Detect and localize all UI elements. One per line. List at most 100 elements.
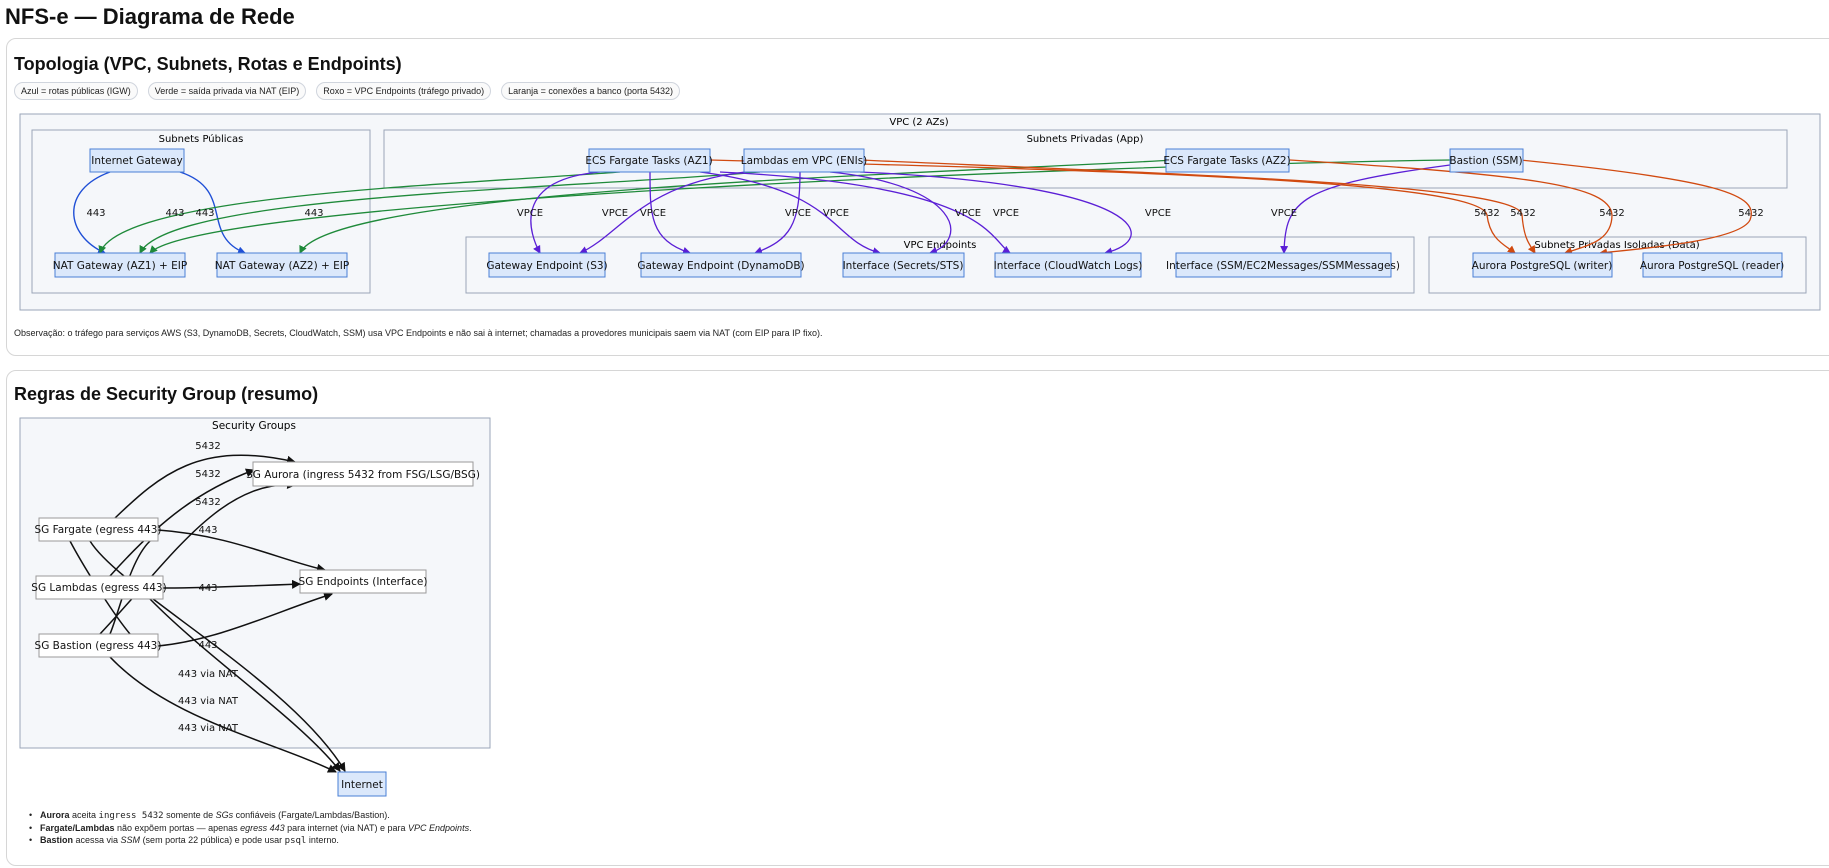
edge-bastion-internet bbox=[109, 656, 337, 773]
svg-text:SG Bastion (egress 443): SG Bastion (egress 443) bbox=[35, 640, 162, 652]
node-interface-cloudwatch-logs: Interface (CloudWatch Logs) bbox=[994, 252, 1143, 278]
svg-text:NAT Gateway (AZ2) + EIP: NAT Gateway (AZ2) + EIP bbox=[215, 260, 349, 272]
label-443: 443 bbox=[195, 208, 214, 219]
edge-lambdas-endpoints bbox=[162, 579, 301, 589]
public-subnets-label: Subnets Públicas bbox=[159, 133, 244, 145]
edge-lambda-nat1 bbox=[139, 171, 761, 254]
edge-ecs2-nat2 bbox=[299, 159, 1176, 254]
topology-note: Observação: o tráfego para serviços AWS … bbox=[14, 328, 823, 338]
node-interface-secrets-sts: Interface (Secrets/STS) bbox=[842, 252, 965, 278]
svg-text:ECS Fargate Tasks (AZ1): ECS Fargate Tasks (AZ1) bbox=[585, 155, 712, 167]
endpoints-label: VPC Endpoints bbox=[904, 240, 977, 251]
svg-text:Interface (Secrets/STS): Interface (Secrets/STS) bbox=[843, 260, 964, 272]
node-aurora-writer: Aurora PostgreSQL (writer) bbox=[1472, 252, 1613, 278]
node-gateway-endpoint-s3: Gateway Endpoint (S3) bbox=[486, 252, 608, 278]
svg-text:Bastion (SSM): Bastion (SSM) bbox=[1449, 155, 1522, 167]
label-443: 443 bbox=[198, 525, 217, 536]
label-vpce: VPCE bbox=[955, 208, 981, 219]
label-5432: 5432 bbox=[195, 441, 220, 452]
label-5432: 5432 bbox=[195, 497, 220, 508]
topology-title: Topologia (VPC, Subnets, Rotas e Endpoin… bbox=[14, 54, 402, 74]
label-443: 443 bbox=[198, 583, 217, 594]
page-title: NFS-e — Diagrama de Rede bbox=[5, 4, 295, 29]
label-5432: 5432 bbox=[195, 469, 220, 480]
label-443: 443 bbox=[165, 208, 184, 219]
node-ecs-fargate-az2: ECS Fargate Tasks (AZ2) bbox=[1163, 148, 1291, 173]
node-sg-aurora: SG Aurora (ingress 5432 from FSG/LSG/BSG… bbox=[246, 461, 480, 487]
private-app-label: Subnets Privadas (App) bbox=[1027, 134, 1144, 145]
node-ecs-fargate-az1: ECS Fargate Tasks (AZ1) bbox=[585, 148, 713, 173]
node-bastion: Bastion (SSM) bbox=[1449, 148, 1524, 173]
list-item: Bastion acessa via SSM (sem porta 22 púb… bbox=[29, 835, 472, 846]
edge-ecs2-aurora bbox=[1289, 159, 1613, 255]
label-vpce: VPCE bbox=[1271, 208, 1297, 219]
node-sg-fargate: SG Fargate (egress 443) bbox=[35, 517, 162, 542]
node-interface-ssm: Interface (SSM/EC2Messages/SSMMessages) bbox=[1166, 252, 1400, 278]
data-subnets-label: Subnets Privadas Isoladas (Data) bbox=[1534, 240, 1699, 251]
svg-text:ECS Fargate Tasks (AZ2): ECS Fargate Tasks (AZ2) bbox=[1163, 155, 1290, 167]
edge-lambda-aurora bbox=[859, 159, 1536, 254]
edge-bastion-aurora bbox=[1519, 159, 1752, 257]
edge-lambda-s3 bbox=[579, 171, 746, 254]
edge-lambdas-aurora bbox=[109, 468, 255, 577]
svg-text:SG Aurora (ingress 5432 from F: SG Aurora (ingress 5432 from FSG/LSG/BSG… bbox=[246, 469, 480, 481]
edge-lambda-secrets bbox=[829, 171, 952, 255]
label-vpce: VPCE bbox=[640, 208, 666, 219]
node-lambdas-vpc: Lambdas em VPC (ENIs) bbox=[741, 148, 867, 173]
edge-fargate-internet bbox=[89, 540, 346, 772]
security-title: Regras de Security Group (resumo) bbox=[14, 384, 319, 404]
svg-text:Interface (CloudWatch Logs): Interface (CloudWatch Logs) bbox=[994, 260, 1143, 272]
edge-fargate-aurora bbox=[114, 454, 296, 519]
svg-text:Gateway Endpoint (S3): Gateway Endpoint (S3) bbox=[486, 260, 607, 272]
legend-db: Laranja = conexões a banco (porta 5432) bbox=[501, 82, 681, 100]
node-sg-lambdas: SG Lambdas (egress 443) bbox=[31, 575, 167, 600]
edge-ecs1-cw bbox=[719, 171, 1011, 254]
label-443-via-nat: 443 via NAT bbox=[178, 669, 239, 680]
edge-ecs1-s3 bbox=[530, 171, 601, 254]
label-5432: 5432 bbox=[1599, 208, 1624, 219]
label-5432: 5432 bbox=[1510, 208, 1535, 219]
edge-bastion-endpoints bbox=[157, 592, 333, 647]
label-vpce: VPCE bbox=[1145, 208, 1171, 219]
label-vpce: VPCE bbox=[517, 208, 543, 219]
svg-text:Interface (SSM/EC2Messages/SSM: Interface (SSM/EC2Messages/SSMMessages) bbox=[1166, 260, 1400, 272]
label-vpce: VPCE bbox=[785, 208, 811, 219]
svg-text:Internet Gateway: Internet Gateway bbox=[91, 155, 182, 167]
topology-edge-labels: 443 443 443 443 VPCE VPCE VPCE VPCE VPCE… bbox=[86, 208, 1763, 219]
edge-ecs1-ddb bbox=[649, 171, 691, 255]
list-item: Fargate/Lambdas não expõem portas — apen… bbox=[29, 823, 472, 833]
legend-endpoints: Roxo = VPC Endpoints (tráfego privado) bbox=[316, 82, 492, 100]
svg-text:Internet: Internet bbox=[341, 779, 383, 791]
legend-public: Azul = rotas públicas (IGW) bbox=[14, 82, 138, 100]
node-internet-gateway: Internet Gateway bbox=[89, 148, 185, 173]
security-groups-label: Security Groups bbox=[212, 420, 296, 432]
edge-ecs1-secrets bbox=[699, 171, 881, 256]
edge-ecs1-nat1 bbox=[98, 171, 621, 254]
label-443-via-nat: 443 via NAT bbox=[178, 696, 239, 707]
edge-ecs1-aurora bbox=[709, 159, 1516, 254]
edge-bastion-ssm bbox=[1280, 164, 1451, 254]
label-vpce: VPCE bbox=[823, 208, 849, 219]
svg-text:NAT Gateway (AZ1) + EIP: NAT Gateway (AZ1) + EIP bbox=[53, 260, 187, 272]
label-vpce: VPCE bbox=[602, 208, 628, 219]
svg-text:SG Endpoints (Interface): SG Endpoints (Interface) bbox=[299, 576, 428, 588]
edge-igw-nat1 bbox=[73, 171, 111, 254]
label-443: 443 bbox=[86, 208, 105, 219]
node-nat-gateway-az1: NAT Gateway (AZ1) + EIP bbox=[53, 252, 187, 278]
svg-text:Aurora PostgreSQL (reader): Aurora PostgreSQL (reader) bbox=[1640, 260, 1784, 272]
node-gateway-endpoint-dynamodb: Gateway Endpoint (DynamoDB) bbox=[637, 252, 805, 278]
legend-nat: Verde = saída privada via NAT (EIP) bbox=[147, 82, 307, 100]
sg-edge-labels: 5432 5432 5432 443 443 443 443 via NAT 4… bbox=[178, 441, 239, 734]
svg-text:SG Fargate (egress 443): SG Fargate (egress 443) bbox=[35, 524, 162, 536]
topology-legend: Azul = rotas públicas (IGW) Verde = saíd… bbox=[14, 82, 681, 100]
label-443-via-nat: 443 via NAT bbox=[178, 723, 239, 734]
label-vpce: VPCE bbox=[993, 208, 1019, 219]
label-443: 443 bbox=[304, 208, 323, 219]
edge-igw-nat2 bbox=[179, 171, 246, 255]
node-sg-endpoints: SG Endpoints (Interface) bbox=[299, 569, 428, 594]
edge-bastion-aurora bbox=[99, 479, 296, 635]
edge-lambda-cw bbox=[859, 171, 1132, 256]
label-5432: 5432 bbox=[1738, 208, 1763, 219]
edge-lambda-ddb bbox=[754, 171, 801, 255]
